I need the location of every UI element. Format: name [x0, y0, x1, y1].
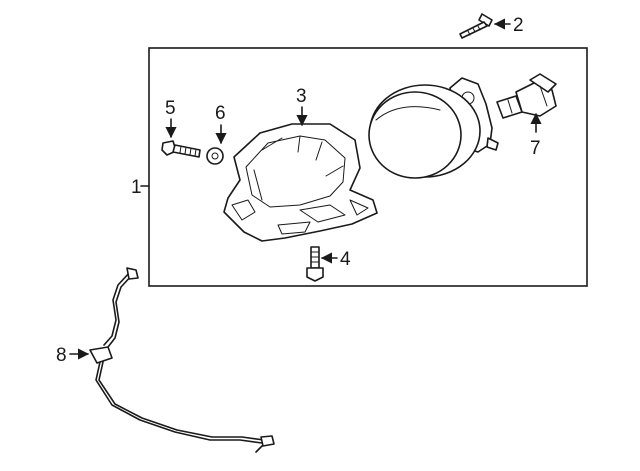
callout-1: 1	[131, 177, 150, 198]
callout-4: 4	[320, 249, 351, 270]
svg-text:7: 7	[530, 138, 541, 159]
svg-text:1: 1	[131, 177, 142, 198]
svg-text:4: 4	[340, 249, 351, 270]
bracket-part-3	[223, 123, 378, 242]
svg-text:6: 6	[215, 103, 226, 124]
bolt-part-4	[306, 246, 324, 282]
bulb-part-7	[496, 73, 557, 119]
screw-part-2	[459, 13, 493, 39]
svg-text:5: 5	[165, 98, 176, 119]
assembly-frame	[148, 47, 588, 287]
callout-8: 8	[56, 345, 90, 366]
svg-text:3: 3	[296, 86, 307, 107]
callout-2: 2	[493, 15, 524, 36]
wiring-harness-part-8	[89, 267, 275, 453]
washer-part-6	[206, 147, 224, 165]
svg-text:2: 2	[513, 15, 524, 36]
callout-6: 6	[215, 103, 227, 145]
svg-text:8: 8	[56, 345, 67, 366]
callout-3: 3	[296, 86, 308, 127]
bolt-part-5	[161, 140, 201, 158]
callout-7: 7	[530, 112, 542, 159]
callout-5: 5	[165, 98, 177, 139]
fog-lamp-housing	[368, 77, 499, 179]
